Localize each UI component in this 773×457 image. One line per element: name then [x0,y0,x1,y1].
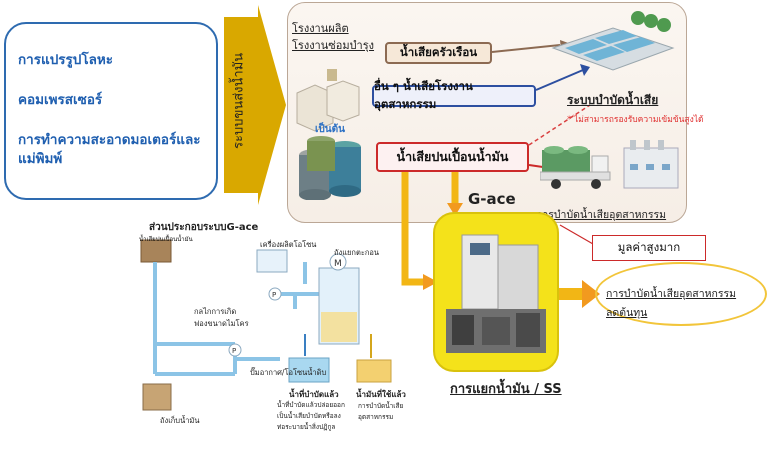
components-title: ส่วนประกอบระบบG-ace [149,222,259,233]
svg-text:P: P [272,291,276,299]
treated-water-desc-2: เป็นน้ำเสียบำบัดหรือลง [277,412,341,420]
oil-containers-illustration [296,69,361,200]
component-pump: ปั๊มอากาศ/โอโซนน้ำดิบ [250,368,327,377]
treated-water-title: น้ำที่บำบัดแล้ว [289,390,339,399]
truck-factory-illustration [540,140,679,189]
gace-components-schematic: M P P [140,239,392,411]
component-oil-tank: ถังเก็บน้ำมัน [160,416,200,425]
oil-transport-arrow [224,5,286,205]
component-separator-tank: ถังแยกตะกอน [334,248,380,257]
svg-text:M: M [334,259,342,269]
svg-text:P: P [232,347,236,355]
industry-mold: แม่พิมพ์ [18,151,63,167]
oil-ss-separation-label: การแยกน้ำมัน / SS [450,382,562,397]
gace-title: G-ace [468,190,516,208]
industry-motor-cleaning: การทำความสะอาดมอเตอร์และ [18,132,201,148]
component-ozone: เครื่องผลิตโอโซน [260,240,317,249]
component-microbubble-1: กลไกการเกิด [194,307,237,316]
treatment-plant-illustration [551,11,675,71]
industry-metal-processing: การแปรรูปโลหะ [18,52,114,68]
industry-list-box [4,22,218,200]
oily-wastewater-tag: น้ำเสียปนเปื้อนน้ำมัน [376,142,529,172]
treatment-system-note: * ไม่สามารถรองรับความเข้มข้นสูงได้ [567,115,704,125]
recovered-oil-title: น้ำมันที่ใช้แล้ว [356,390,406,399]
result-oval [595,262,767,326]
recovered-oil-desc-2: อุตสาหกรรม [358,413,394,421]
factory-label-maintenance: โรงงานซ่อมบำรุง [292,39,375,52]
treatment-system-label: ระบบบำบัดน้ำเสีย [567,93,659,107]
industry-compressor: คอมเพรสเซอร์ [18,92,103,108]
component-microbubble-2: ฟองขนาดไมโคร [194,319,249,328]
drum-label: เป็นต้น [315,124,345,135]
treated-water-desc-3: ท่อระบายน้ำสิ่งปฏิกูล [277,423,336,431]
recovered-oil-desc-1: การบำบัดน้ำเสีย [358,402,404,410]
high-cost-tag: มูลค่าสูงมาก [592,235,706,261]
result-line-2: ลดต้นทุน [606,307,648,319]
result-line-1: การบำบัดน้ำเสียอุตสาหกรรม [606,288,737,300]
household-wastewater-tag: น้ำเสียครัวเรือน [385,42,492,64]
industrial-wastewater-tag: อื่น ๆ น้ำเสียโรงงานอุตสาหกรรม [372,79,536,111]
component-oily-water: น้ำเสียปนเปื้อนน้ำมัน [139,236,193,243]
industrial-treatment-label: การบำบัดน้ำเสียอุตสาหกรรม [536,209,667,221]
gace-machine-illustration [433,212,559,372]
treated-water-desc-1: น้ำที่บำบัดแล้วปล่อยออก [277,401,345,409]
factory-label-production: โรงงานผลิต [292,22,349,35]
